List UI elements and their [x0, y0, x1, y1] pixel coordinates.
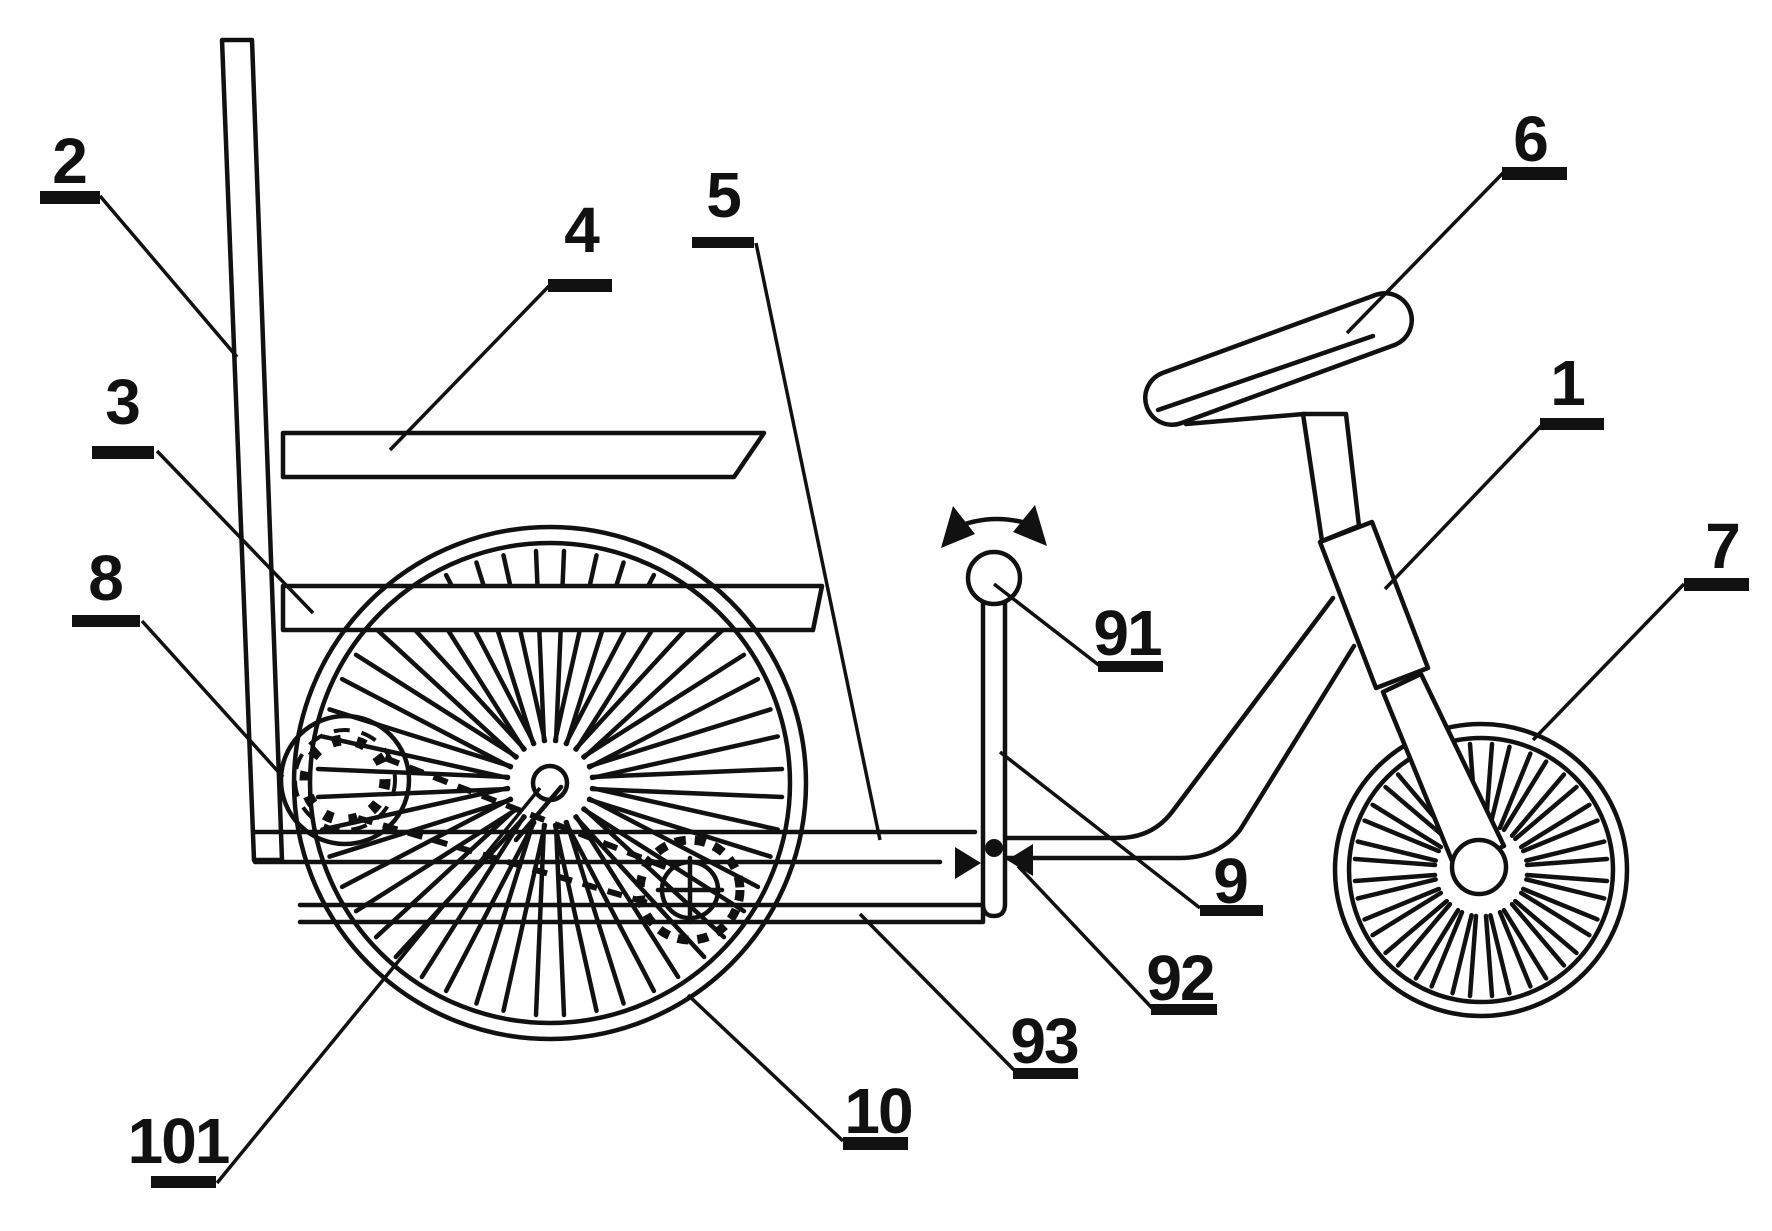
front-fork	[1380, 671, 1507, 871]
leader-line-93	[858, 912, 1016, 1072]
ref-label-101: 101	[128, 1105, 229, 1177]
ref-label-91: 91	[1093, 597, 1161, 669]
leader-line-4	[388, 284, 551, 452]
ref-label-7: 7	[1705, 510, 1739, 582]
ref-underline-101	[151, 1176, 216, 1188]
lever-knob	[965, 549, 1023, 607]
frame-tube-lower	[1004, 643, 1357, 861]
leader-line-3	[155, 449, 315, 615]
ref-underline-1	[1540, 418, 1604, 430]
ref-underline-7	[1684, 578, 1749, 591]
ref-label-3: 3	[105, 366, 139, 438]
ref-label-8: 8	[88, 542, 122, 614]
ref-underline-2	[40, 191, 100, 204]
ref-label-93: 93	[1010, 1005, 1078, 1077]
ref-label-2: 2	[52, 125, 86, 197]
ref-underline-92	[1151, 1004, 1217, 1015]
head-tube-housing	[1317, 519, 1431, 691]
reference-labels: 2 3 8 4 5 6 1 7 91 9	[40, 103, 1749, 1188]
lever-shaft	[980, 595, 1008, 919]
front-hub	[1449, 837, 1509, 897]
ref-underline-8	[72, 615, 140, 627]
ref-label-5: 5	[706, 159, 740, 231]
front-wheel-rim-inner	[1346, 735, 1616, 1005]
leader-line-101	[215, 786, 542, 1185]
backrest-post	[219, 37, 285, 863]
leader-line-91	[992, 582, 1102, 668]
ref-underline-93	[1013, 1068, 1078, 1079]
leader-line-6	[1345, 171, 1505, 335]
ref-label-6: 6	[1513, 103, 1547, 175]
frame-tube-upper	[1004, 595, 1336, 841]
leader-line-7	[1531, 582, 1686, 742]
handlebar	[1143, 291, 1414, 427]
leader-line-1	[1383, 424, 1543, 591]
ref-underline-10	[843, 1137, 908, 1150]
ref-underline-91	[1098, 661, 1163, 672]
leader-line-10	[686, 993, 845, 1143]
trailer-beam	[252, 829, 978, 865]
rear-sprocket	[635, 835, 745, 945]
leader-line-5	[754, 242, 882, 841]
ref-underline-9	[1200, 905, 1263, 916]
ref-label-92: 92	[1146, 942, 1214, 1014]
front-wheel-rim-outer	[1332, 721, 1630, 1019]
ref-underline-5	[692, 237, 754, 248]
ref-label-4: 4	[564, 194, 600, 266]
ref-underline-3	[92, 446, 154, 459]
ref-underline-4	[548, 279, 612, 292]
cargo-wheel-hub	[530, 763, 570, 803]
leader-line-8	[140, 619, 285, 779]
leader-line-9	[998, 750, 1202, 910]
seat-slat-lower	[280, 583, 825, 633]
leader-line-92	[1016, 864, 1154, 1010]
ref-label-1: 1	[1550, 347, 1584, 419]
rotation-arrow-icon	[941, 505, 1047, 548]
ref-underline-6	[1502, 167, 1567, 180]
cargo-wheel-rim-inner	[307, 540, 793, 1026]
ref-label-10: 10	[844, 1075, 911, 1147]
handlebar-stem	[1300, 411, 1362, 544]
seat-slat-upper	[280, 430, 767, 480]
leader-line-2	[98, 194, 239, 359]
drive-sprocket	[278, 713, 412, 847]
